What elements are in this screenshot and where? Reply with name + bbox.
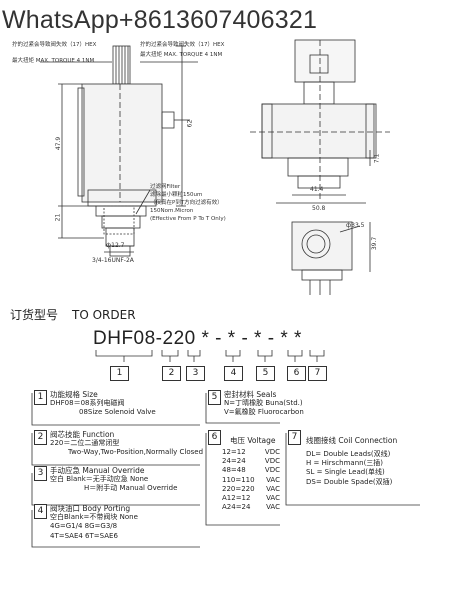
filter-note-1: 过滤网Filter xyxy=(150,184,181,190)
section-4-title: 阀块油口 Body Porting xyxy=(50,504,131,513)
voltage-unit: VAC xyxy=(266,503,280,512)
voltage-unit: VDC xyxy=(264,466,280,475)
order-box-7: 7 xyxy=(308,366,327,381)
dim-21: 21 xyxy=(54,213,62,222)
section-manual-override: 手动应急 Manual Override 空白 Blank＝无手动应急 None… xyxy=(50,466,177,494)
voltage-row: 220=220 VAC xyxy=(222,485,280,494)
filter-note-3: （仅真在P到T方向过滤有效） xyxy=(150,200,223,206)
section-7-title: 线圈接线 Coil Connection xyxy=(306,436,398,445)
dim-41-4: 41.4 xyxy=(310,186,324,193)
section-1-number: 1 xyxy=(34,390,47,405)
watermark-text: WhatsApp+8613607406321 xyxy=(2,6,318,34)
voltage-row: 24=24 VDC xyxy=(222,457,280,466)
voltage-row: A24=24 VAC xyxy=(222,503,280,512)
section-2-line-1: 220＝二位二通常闭型 xyxy=(50,439,120,448)
section-1-line-1: DHF08＝08系列电磁阀 xyxy=(50,399,125,408)
section-1-line-2: 08Size Solenoid Valve xyxy=(79,408,156,417)
section-4-line-3: 4T=SAE4 6T=SAE6 xyxy=(50,531,118,540)
dim-7-1: 7.1 xyxy=(373,153,381,164)
voltage-code: A24=24 xyxy=(222,503,251,512)
voltage-code: 220=220 xyxy=(222,484,255,493)
callout-right-line1: 拧的过紧会导致阀失效（17）HEX xyxy=(140,42,225,48)
dim-d33-5: ф33.5 xyxy=(346,222,365,229)
order-box-1: 1 xyxy=(110,366,129,381)
dim-39-7: 39.7 xyxy=(371,236,379,251)
voltage-code: 110=110 xyxy=(222,475,255,484)
section-5-line-1: N=丁晴橡胶 Buna(Std.) xyxy=(224,399,303,408)
section-voltage-title: 电压 Voltage xyxy=(230,436,276,445)
voltage-row: A12=12 VAC xyxy=(222,494,280,503)
section-body-porting: 阀块油口 Body Porting 空白Blank=不带阀块 None 4G=G… xyxy=(50,504,138,541)
knurled-nut xyxy=(112,45,131,85)
voltage-unit: VAC xyxy=(266,484,280,493)
coil-option: DL= Double Leads(双线) xyxy=(306,450,391,458)
coil-option: H = Hirschmann(三插) xyxy=(306,459,384,468)
coil-body xyxy=(81,83,163,203)
callout-left-line2: 最大扭矩 MAX. TORQUE 4 1NM xyxy=(12,58,95,64)
voltage-unit: VDC xyxy=(264,457,280,466)
voltage-row: 48=48 VDC xyxy=(222,466,280,475)
section-2-title: 阀芯技能 Function xyxy=(50,430,115,439)
section-brackets xyxy=(31,393,420,548)
filter-note-4: 150Nom.Micron xyxy=(150,208,194,214)
section-6-title: 电压 Voltage xyxy=(230,436,276,445)
code-brackets xyxy=(95,350,325,362)
coil-option: DS= Double Spade(双插) xyxy=(306,477,393,486)
dim-47-9: 47.9 xyxy=(55,136,63,151)
technical-drawing xyxy=(40,39,390,295)
section-1-title: 功能规格 Size xyxy=(50,390,98,399)
section-5-number: 5 xyxy=(208,390,221,405)
section-3-line-2: H＝附手动 Manual Override xyxy=(84,484,178,493)
section-4-line-1: 空白Blank=不带阀块 None xyxy=(50,513,138,522)
section-5-title: 密封材料 Seals xyxy=(224,390,277,399)
order-box-3: 3 xyxy=(186,366,205,381)
dim-50-8: 50.8 xyxy=(312,205,326,212)
callout-left-line1: 拧的过紧会导致阀失效（17）HEX xyxy=(12,42,97,48)
section-4-number: 4 xyxy=(34,504,47,519)
order-title-cn: 订货型号 xyxy=(10,308,59,322)
dim-62: 62 xyxy=(186,119,194,128)
order-title: 订货型号 TO ORDER xyxy=(10,306,150,323)
section-3-number: 3 xyxy=(34,466,47,481)
section-5-line-2: V=氟橡胶 Fluorocarbon xyxy=(224,408,304,417)
section-2-line-2: Two-Way,Two-Position,Normally Closed xyxy=(68,448,204,457)
voltage-unit: VAC xyxy=(266,475,280,484)
voltage-code: A12=12 xyxy=(222,494,251,503)
thread-spec: 3/4-16UNF-2A xyxy=(92,257,134,264)
voltage-code: 12=12 xyxy=(222,448,246,456)
connector-housing xyxy=(294,39,356,83)
section-2-number: 2 xyxy=(34,430,47,445)
section-7-number: 7 xyxy=(288,430,301,445)
filter-note-2: 滤除最小颗粒150um xyxy=(150,192,203,198)
voltage-row: 110=110 VAC xyxy=(222,476,280,485)
order-box-4: 4 xyxy=(224,366,243,381)
section-4-line-2: 4G=G1/4 8G=G3/8 xyxy=(50,522,118,531)
coil-connection-list: DL= Double Leads(双线) H = Hirschmann(三插) … xyxy=(306,450,392,487)
plan-view xyxy=(291,221,353,271)
section-3-title: 手动应急 Manual Override xyxy=(50,466,145,475)
section-coil-connection: 线圈接线 Coil Connection xyxy=(306,436,397,445)
voltage-unit: VDC xyxy=(264,448,280,456)
section-seals: 密封材料 Seals N=丁晴橡胶 Buna(Std.) V=氟橡胶 Fluor… xyxy=(224,390,304,418)
voltage-unit: VAC xyxy=(266,494,280,503)
dim-d12-7: ф12.7 xyxy=(106,242,125,249)
coil-option: SL = Single Lead(单线) xyxy=(306,468,385,477)
voltage-code: 48=48 xyxy=(222,466,246,475)
order-title-en: TO ORDER xyxy=(72,308,136,322)
section-size: 功能规格 Size DHF08＝08系列电磁阀 08Size Solenoid … xyxy=(50,390,156,418)
section-6-number: 6 xyxy=(208,430,221,445)
voltage-row: 12=12 VDC xyxy=(222,448,280,457)
order-box-2: 2 xyxy=(162,366,181,381)
order-box-6: 6 xyxy=(287,366,306,381)
section-3-line-1: 空白 Blank＝无手动应急 None xyxy=(50,475,149,484)
section-function: 阀芯技能 Function 220＝二位二通常闭型 Two-Way,Two-Po… xyxy=(50,430,203,458)
callout-right-line2: 最大扭矩 MAX. TORQUE 4 1NM xyxy=(140,52,223,58)
model-code: DHF08-220 * - * - * - * * xyxy=(93,328,302,349)
voltage-code: 24=24 xyxy=(222,457,246,466)
filter-note-5: (Effective From P To T Only) xyxy=(150,216,226,222)
order-box-5: 5 xyxy=(256,366,275,381)
